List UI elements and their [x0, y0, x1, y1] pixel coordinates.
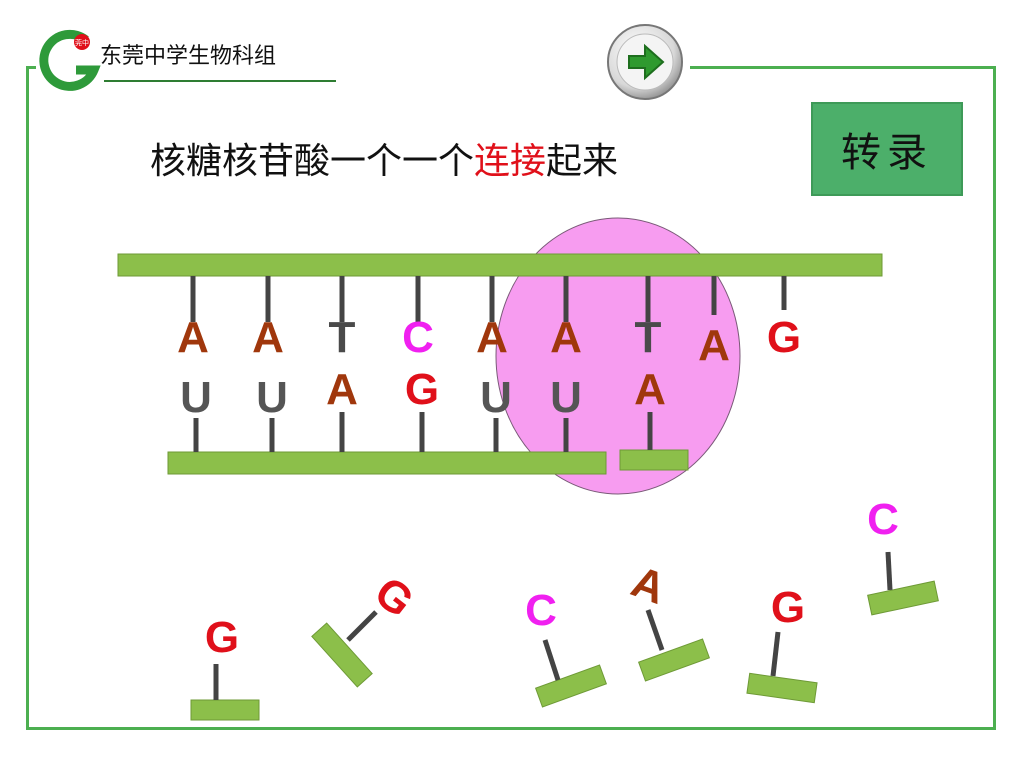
rna-backbone: [167, 451, 607, 475]
free-base-stem: [885, 551, 893, 591]
arrow-right-icon: [607, 24, 683, 100]
free-nucleotide: G: [746, 583, 818, 704]
dna-base: A: [252, 313, 284, 362]
free-base: G: [366, 567, 423, 627]
free-nucleotide: C: [867, 495, 939, 616]
free-base: G: [771, 583, 805, 632]
dna-base: T: [635, 313, 662, 362]
free-nucleotide: C: [525, 586, 608, 708]
ribose-phosphate-block: [867, 580, 939, 616]
free-base-stem: [346, 610, 378, 642]
rna-base: U: [550, 373, 582, 422]
dna-base: A: [550, 313, 582, 362]
slide-title: 核糖核苷酸一个一个连接起来: [150, 132, 618, 184]
ribose-phosphate-block: [637, 638, 711, 682]
free-base-stem: [645, 609, 665, 651]
ribose-phosphate-block: [190, 699, 260, 721]
dna-base: C: [402, 313, 434, 362]
free-base: C: [867, 495, 899, 544]
rna-base: G: [405, 365, 439, 414]
dna-base: T: [329, 313, 356, 362]
dna-base: G: [767, 313, 801, 362]
rna-base: U: [180, 373, 212, 422]
free-nucleotide: A: [625, 557, 711, 682]
free-base: G: [205, 613, 239, 662]
title-part1: 核糖核苷酸一个一个: [150, 141, 475, 182]
ribose-phosphate-block: [534, 664, 608, 708]
rna-base: A: [326, 365, 358, 414]
logo-badge-text: 莞中: [75, 38, 89, 47]
free-base: C: [525, 586, 557, 635]
dna-backbone: [117, 253, 883, 277]
frame-gap: [36, 60, 690, 72]
rna-new-segment: [619, 449, 689, 471]
transcription-badge: 转录: [811, 102, 963, 196]
school-name: 东莞中学生物科组: [100, 44, 277, 69]
free-base: A: [625, 557, 672, 614]
free-nucleotide: G: [190, 613, 260, 721]
ribose-phosphate-block: [746, 672, 818, 704]
next-slide-button[interactable]: [605, 22, 685, 102]
rna-base: U: [256, 373, 288, 422]
ribose-phosphate-block: [311, 622, 373, 688]
rna-base: A: [634, 365, 666, 414]
free-nucleotide: G: [311, 567, 423, 688]
school-logo-icon: 莞中: [39, 29, 101, 91]
rna-polymerase-enzyme: [495, 217, 741, 495]
header-underline: [104, 80, 336, 82]
rna-base: U: [480, 373, 512, 422]
title-part2: 起来: [546, 141, 619, 182]
dna-base: A: [177, 313, 209, 362]
dna-base: A: [476, 313, 508, 362]
free-base-stem: [542, 639, 561, 681]
free-base-stem: [770, 631, 781, 677]
dna-base: A: [698, 321, 730, 370]
logo-badge: [74, 34, 90, 50]
title-highlight: 连接: [474, 141, 547, 182]
